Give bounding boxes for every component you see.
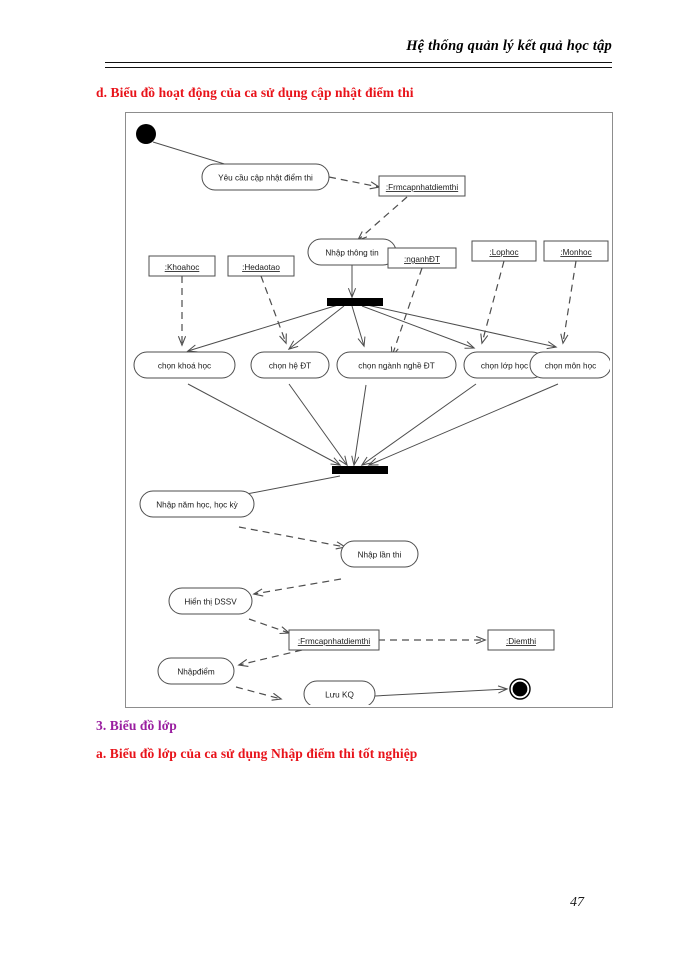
dep-a9-to-a10 [254, 578, 342, 594]
dep-a8-to-a9 [238, 526, 345, 547]
activity-node-a3: chọn khoá học [133, 351, 236, 379]
initial-node [136, 124, 156, 144]
flow-a3-to-join [187, 383, 340, 465]
activity-label-a9: Nhập lần thi [358, 551, 402, 560]
section-heading-3a: a. Biểu đồ lớp của ca sử dụng Nhập điểm … [96, 746, 418, 761]
activity-node-a8: Nhập năm học, học kỳ [139, 490, 255, 518]
dep-o4-to-a5 [392, 267, 423, 356]
activity-label-a1: Yêu cầu cập nhật điểm thi [218, 173, 313, 183]
object-label-o3: :Hedaotao [242, 263, 280, 272]
dep-a11-to-a12 [235, 686, 281, 699]
dep-o1-to-a2 [358, 196, 408, 240]
activity-node-a7: chọn môn học [529, 351, 610, 379]
flow-a7-to-join [369, 383, 559, 465]
object-node-o1: :Frmcapnhatdiemthi [378, 175, 466, 197]
activity-node-a12: Lưu KQ [303, 680, 376, 705]
header-title: Hệ thống quản lý kết quả học tập [406, 38, 612, 54]
dep-a1-to-o1 [328, 176, 379, 187]
flow-a5-to-join [354, 384, 367, 465]
running-header: Hệ thống quản lý kết quả học tập [105, 38, 612, 55]
object-label-o2: :Khoahoc [165, 263, 200, 272]
activity-label-a6: chọn lớp học [481, 362, 528, 371]
dep-o7-to-a11 [239, 649, 303, 665]
activity-diagram: Yêu cầu cập nhật điểm thi :Frmcapnhatdie… [125, 112, 613, 708]
flow-fork-to-a5 [351, 305, 364, 346]
object-node-o7: :Frmcapnhatdiemthi [288, 629, 380, 651]
activity-label-a4: chọn hệ ĐT [269, 362, 311, 371]
object-node-o8: :Diemthi [487, 629, 555, 651]
page-number: 47 [570, 895, 584, 910]
flow-a6-to-join [362, 383, 477, 465]
activity-label-a2: Nhập thông tin [325, 249, 379, 258]
object-label-o7: :Frmcapnhatdiemthi [298, 637, 371, 646]
object-node-o2: :Khoahoc [148, 255, 216, 277]
activity-node-a2: Nhập thông tin [307, 238, 397, 266]
activity-node-a5: chọn ngành nghề ĐT [336, 351, 457, 379]
flow-fork-to-a6 [361, 305, 474, 348]
dep-a10-to-o7 [248, 618, 289, 633]
activity-node-a4: chọn hệ ĐT [250, 351, 330, 379]
object-node-o6: :Monhoc [543, 240, 609, 262]
header-rule [105, 62, 612, 68]
join-bar [332, 466, 388, 474]
flow-fork-to-a7 [366, 304, 556, 347]
dep-o5-to-a6 [482, 260, 505, 343]
flow-a4-to-join [288, 383, 347, 465]
section-heading-3: 3. Biểu đồ lớp [96, 718, 177, 733]
activity-label-a11: Nhậpđiểm [177, 667, 214, 677]
activity-node-a1: Yêu cầu cập nhật điểm thi [201, 163, 330, 191]
final-node [509, 678, 531, 700]
activity-label-a7: chọn môn học [545, 362, 596, 371]
object-label-o4: :nganhĐT [404, 255, 440, 264]
fork-bar [327, 298, 383, 306]
activity-node-a10: Hiển thị DSSV [168, 587, 253, 615]
flow-a12-to-final [374, 689, 507, 697]
flow-fork-to-a3 [188, 304, 339, 351]
activity-label-a10: Hiển thị DSSV [184, 597, 237, 607]
activity-node-a11: Nhậpđiểm [157, 657, 235, 685]
diagram-caption: d. Biểu đồ hoạt động của ca sử dụng cập … [96, 85, 414, 100]
activity-label-a3: chọn khoá học [158, 362, 211, 371]
object-label-o5: :Lophoc [489, 248, 518, 257]
object-node-o5: :Lophoc [471, 240, 537, 262]
flow-fork-to-a4 [289, 305, 345, 349]
activity-label-a8: Nhập năm học, học kỳ [156, 501, 238, 510]
activity-label-a5: chọn ngành nghề ĐT [358, 362, 434, 371]
object-label-o6: :Monhoc [560, 248, 591, 257]
activity-node-a9: Nhập lần thi [340, 540, 419, 568]
object-label-o1: :Frmcapnhatdiemthi [386, 183, 459, 192]
object-node-o3: :Hedaotao [227, 255, 295, 277]
dep-o3-to-a4 [260, 275, 286, 343]
activity-label-a12: Lưu KQ [325, 691, 354, 700]
object-node-o4: :nganhĐT [387, 247, 457, 269]
object-label-o8: :Diemthi [506, 637, 536, 646]
dep-o6-to-a7 [563, 260, 577, 343]
